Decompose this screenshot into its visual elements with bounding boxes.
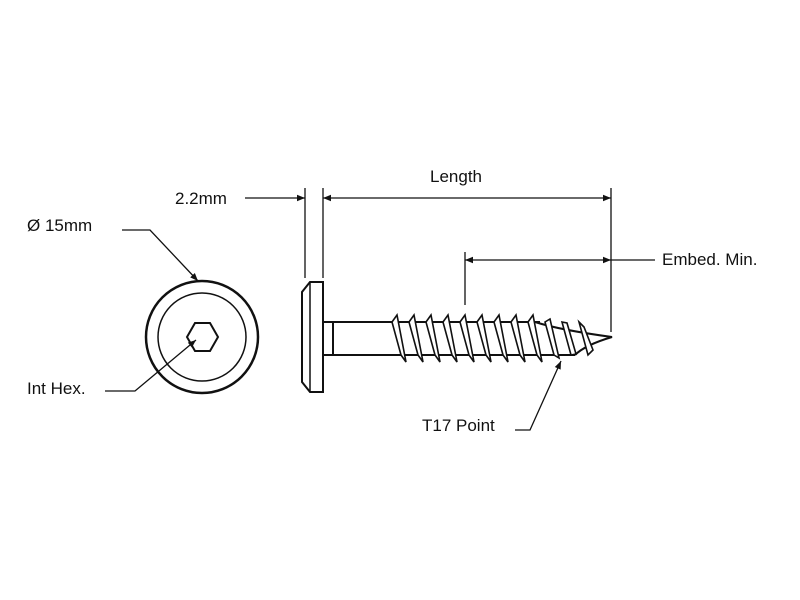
head-thickness-label: 2.2mm xyxy=(175,189,227,208)
head-top-view xyxy=(144,279,260,395)
thread-crest xyxy=(527,313,543,363)
thread-crest xyxy=(493,313,509,363)
diameter-label: Ø 15mm xyxy=(27,216,93,235)
thread-crest xyxy=(510,313,526,363)
hex-socket-icon xyxy=(185,322,220,352)
diameter-leader xyxy=(122,229,199,282)
thread-crest xyxy=(391,313,407,363)
thread-crest xyxy=(408,313,424,363)
point-label: T17 Point xyxy=(422,416,495,435)
point-leader xyxy=(515,360,562,431)
thread-crest xyxy=(425,313,441,363)
screw-side-view xyxy=(301,281,613,393)
thread-crest xyxy=(442,313,458,363)
thread-crest xyxy=(544,317,561,360)
int-hex-leader xyxy=(105,339,197,392)
embed-min-label: Embed. Min. xyxy=(662,250,758,269)
thread-crest xyxy=(476,313,492,363)
thread-crest xyxy=(560,320,578,356)
length-label: Length xyxy=(430,167,482,186)
thread-crest xyxy=(459,313,475,363)
thread-crest xyxy=(577,319,594,357)
int-hex-label: Int Hex. xyxy=(27,379,86,398)
